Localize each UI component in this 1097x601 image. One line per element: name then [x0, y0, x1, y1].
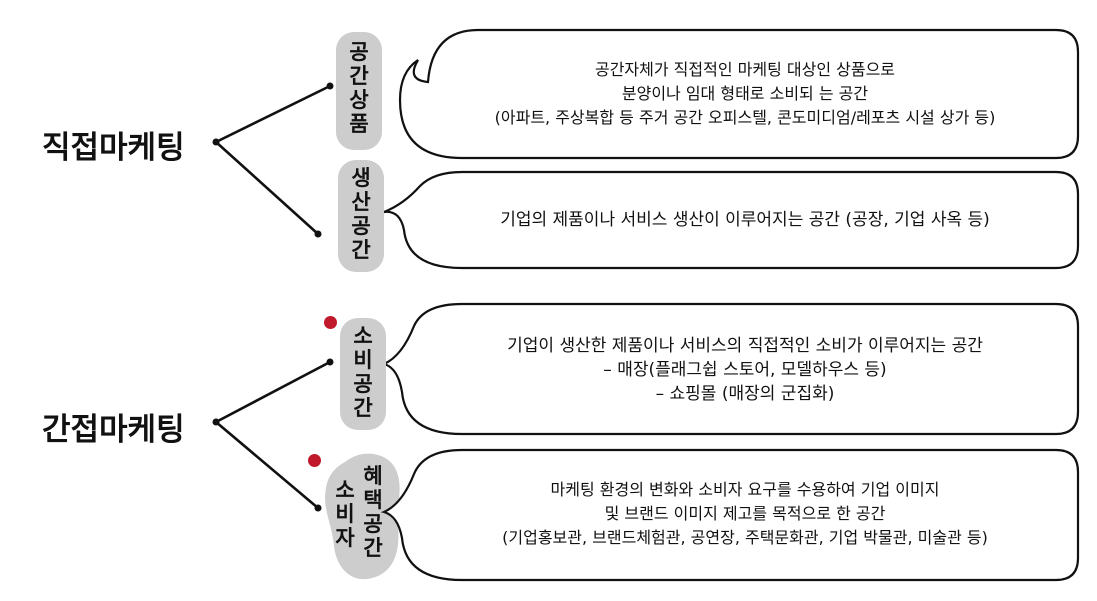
benefit-space-label-consumer: 소 비 자: [335, 478, 355, 550]
benefit-space-description: 마케팅 환경의 변화와 소비자 요구를 수용하여 기업 이미지 및 브랜드 이미…: [502, 480, 988, 547]
consumption-space-description: 기업이 생산한 제품이나 서비스의 직접적인 소비가 이루어지는 공간 – 매장…: [507, 336, 983, 404]
production-space-description: 기업의 제품이나 서비스 생산이 이루어지는 공간 (공장, 기업 사옥 등): [500, 210, 990, 230]
indirect-marketing-label: 간접마케팅: [42, 412, 185, 448]
connector-node: [314, 504, 322, 512]
consumption-space-pill: [340, 318, 386, 430]
space-product-pill: [336, 32, 382, 150]
connector-node: [326, 358, 334, 366]
consumption-space-marker-dot: [324, 316, 337, 329]
production-space-pill: [338, 160, 384, 272]
connector-node: [314, 230, 322, 238]
production-space-pill-label: 생 산 공 간: [351, 166, 371, 262]
production-space-desc-box: [383, 170, 1080, 270]
space-product-pill-label: 공 간 상 품: [349, 40, 369, 136]
connector-node: [212, 138, 220, 146]
connector-direct-to-production-space: [215, 141, 319, 235]
benefit-space-marker-dot: [308, 454, 321, 467]
benefit-space-label-benefit: 혜 택 공 간: [363, 464, 383, 560]
space-product-desc-box: [398, 28, 1080, 160]
connector-indirect-to-benefit-space: [215, 421, 319, 509]
direct-marketing-label: 직접마케팅: [42, 130, 185, 166]
consumption-space-desc-box: [380, 302, 1080, 436]
benefit-space-desc-box: [380, 448, 1080, 582]
connector-node: [212, 418, 220, 426]
space-product-description: 공간자체가 직접적인 마케팅 대상인 상품으로 분양이나 임대 형태로 소비되 …: [494, 60, 996, 127]
connector-node: [326, 82, 334, 90]
connector-indirect-to-consumption-space: [215, 360, 331, 424]
connector-direct-to-space-product: [215, 84, 331, 144]
benefit-space-blob: [325, 453, 400, 580]
consumption-space-pill-label: 소 비 공 간: [353, 324, 373, 420]
